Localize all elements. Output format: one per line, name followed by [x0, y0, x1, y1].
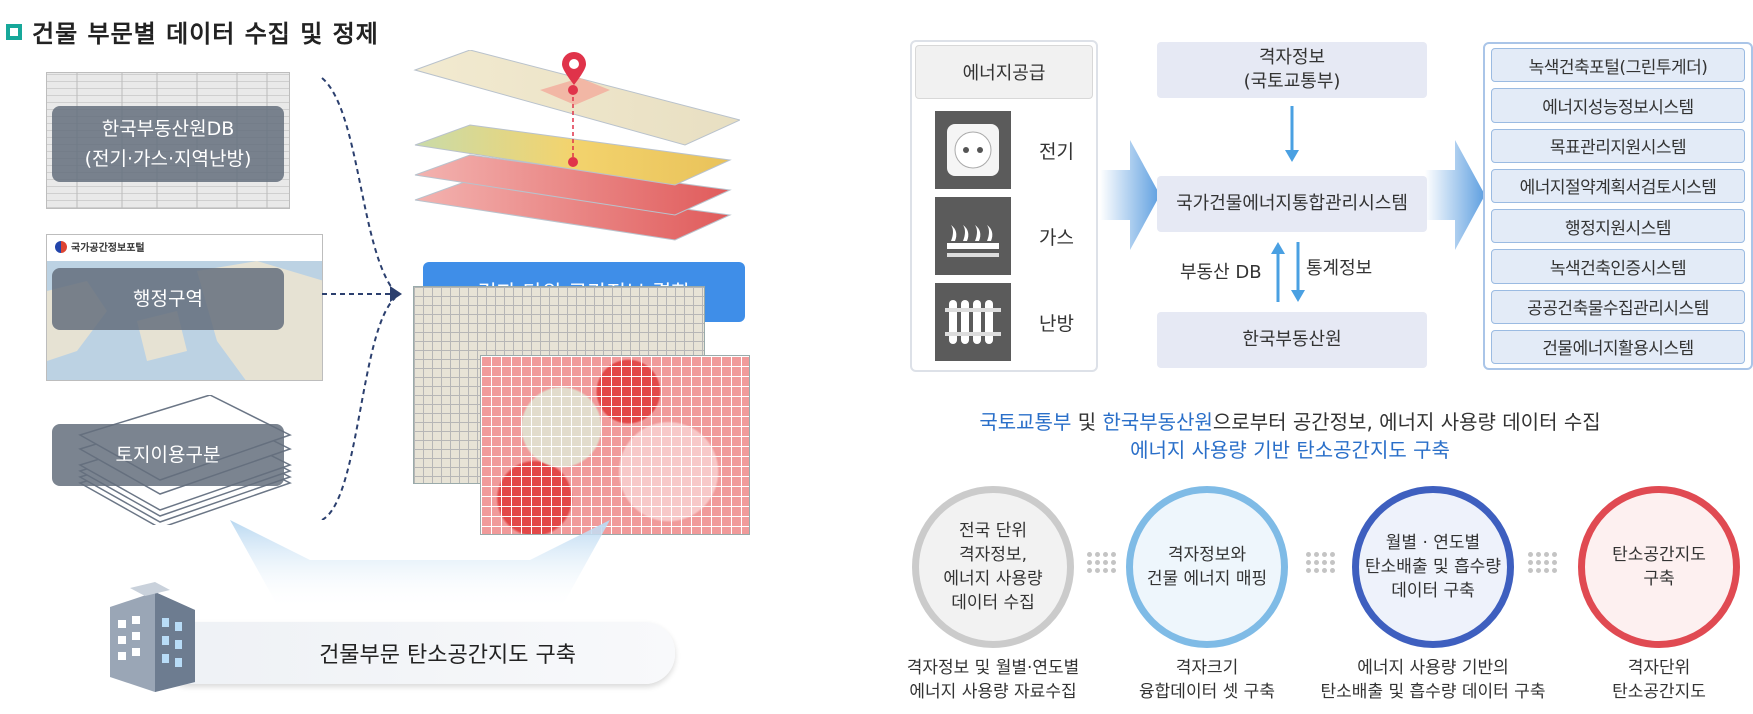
caption-line: 탄소배출 및 흡수량 데이터 구축: [1320, 682, 1546, 702]
system-item: 녹색건축포털(그린투게더): [1491, 48, 1745, 83]
grid-info-line: (국토교통부): [1243, 71, 1341, 92]
step-caption-3: 에너지 사용량 기반의 탄소배출 및 흡수량 데이터 구축: [1303, 656, 1563, 704]
caption-line: 에너지 사용량 기반의: [1357, 658, 1509, 678]
process-step-4: 탄소공간지도 구축: [1578, 486, 1740, 648]
caption-line: 융합데이터 셋 구축: [1139, 682, 1275, 702]
portal-emblem-icon: [55, 240, 67, 253]
caption-line: 탄소공간지도: [1612, 682, 1706, 702]
flow-arrow-icon: [1100, 140, 1160, 250]
system-item: 목표관리지원시스템: [1491, 128, 1745, 163]
step-line: 탄소배출 및 흡수량: [1365, 557, 1501, 577]
flow-arrow-icon: [1425, 140, 1485, 250]
system-item: 에너지절약계획서검토시스템: [1491, 168, 1745, 203]
process-step-1: 전국 단위 격자정보, 에너지 사용량 데이터 수집: [912, 486, 1074, 648]
step-line: 에너지 사용량: [943, 569, 1043, 589]
outlet-icon: [935, 111, 1011, 189]
map-layers-icon: [413, 50, 740, 241]
system-item: 행정지원시스템: [1491, 209, 1745, 244]
caption-line: 격자단위: [1627, 658, 1691, 678]
gas-burner-icon: [935, 197, 1011, 275]
arrow-down-icon: [1285, 106, 1299, 162]
radiator-icon: [935, 283, 1011, 361]
step-connector-dots: [1528, 552, 1557, 573]
step-connector-dots: [1087, 552, 1116, 573]
portal-logo-text: 국가공간정보포털: [71, 243, 145, 254]
step-caption-4: 격자단위 탄소공간지도: [1569, 656, 1749, 704]
energy-supply-panel: 에너지공급 전기 가스 난방: [910, 40, 1098, 372]
energy-item-label: 난방: [1039, 312, 1074, 335]
source-label-admin-district: 행정구역: [52, 268, 284, 330]
step-line: 격자정보와: [1167, 545, 1247, 565]
source-label-line: 행정구역: [133, 288, 203, 310]
systems-panel: 녹색건축포털(그린투게더) 에너지성능정보시스템 목표관리지원시스템 에너지절약…: [1483, 42, 1753, 370]
energy-item-heating: 난방: [935, 283, 1093, 361]
process-step-3: 월별 · 연도별 탄소배출 및 흡수량 데이터 구축: [1352, 486, 1514, 648]
energy-item-gas: 가스: [935, 197, 1093, 275]
grid-info-line: 격자정보: [1258, 47, 1326, 68]
energy-supply-header: 에너지공급: [915, 45, 1093, 99]
caption-line: 격자정보 및 월별·연도별: [906, 658, 1080, 678]
bidirectional-arrow-icon: [1271, 242, 1305, 302]
process-step-2: 격자정보와 건물 에너지 매핑: [1126, 486, 1288, 648]
summary-line-1: 국토교통부 및 한국부동산원으로부터 공간정보, 에너지 사용량 데이터 수집: [900, 406, 1680, 435]
grid-info-box: 격자정보 (국토교통부): [1157, 42, 1427, 98]
energy-item-label: 전기: [1039, 140, 1074, 163]
step-connector-dots: [1306, 552, 1335, 573]
step-caption-2: 격자크기 융합데이터 셋 구축: [1097, 656, 1317, 704]
title-bullet-icon: [6, 23, 22, 40]
summary-highlight: 국토교통부: [979, 410, 1072, 434]
building-icon: [110, 582, 195, 692]
dashed-connector-arrows: [321, 77, 402, 520]
energy-item-electricity: 전기: [935, 111, 1093, 189]
system-item: 공공건축물수집관리시스템: [1491, 289, 1745, 324]
step-line: 전국 단위: [959, 521, 1027, 541]
result-bar: 건물부문 탄소공간지도 구축: [160, 622, 675, 684]
system-item: 건물에너지활용시스템: [1491, 329, 1745, 364]
step-line: 건물 에너지 매핑: [1146, 569, 1268, 589]
step-line: 데이터 수집: [951, 593, 1035, 613]
energy-item-label: 가스: [1039, 226, 1074, 249]
summary-text: 으로부터 공간정보, 에너지 사용량 데이터 수집: [1212, 410, 1601, 434]
location-pin-icon: [562, 52, 586, 85]
arrowhead-icon: [390, 286, 402, 302]
national-system-box: 국가건물에너지통합관리시스템: [1157, 176, 1427, 232]
step-line: 구축: [1643, 569, 1675, 589]
caption-line: 에너지 사용량 자료수집: [909, 682, 1077, 702]
system-item: 에너지성능정보시스템: [1491, 88, 1745, 123]
step-line: 탄소공간지도: [1612, 545, 1706, 565]
source-label-line: 토지이용구분: [115, 444, 221, 466]
heat-grid-map: [480, 355, 750, 535]
step-line: 격자정보,: [959, 545, 1027, 565]
source-label-line: 한국부동산원DB: [101, 118, 235, 140]
section-title-text: 건물 부문별 데이터 수집 및 정제: [32, 20, 379, 48]
source-label-land-use: 토지이용구분: [52, 424, 284, 486]
system-item: 녹색건축인증시스템: [1491, 249, 1745, 284]
summary-line-2: 에너지 사용량 기반 탄소공간지도 구축: [1130, 438, 1450, 462]
arrow-down-label: 통계정보: [1306, 258, 1373, 279]
section-title: 건물 부문별 데이터 수집 및 정제: [6, 14, 379, 49]
portal-logo: 국가공간정보포털: [55, 239, 145, 254]
step-line: 데이터 구축: [1391, 581, 1475, 601]
step-caption-1: 격자정보 및 월별·연도별 에너지 사용량 자료수집: [883, 656, 1103, 704]
funnel-shape: [230, 520, 610, 610]
summary-text: 및: [1071, 410, 1103, 434]
agency-box: 한국부동산원: [1157, 312, 1427, 368]
step-line: 월별 · 연도별: [1385, 533, 1481, 553]
source-label-real-estate-db: 한국부동산원DB (전기·가스·지역난방): [52, 106, 284, 182]
caption-line: 격자크기: [1175, 658, 1239, 678]
summary-highlight: 한국부동산원: [1102, 410, 1213, 434]
arrow-up-label: 부동산 DB: [1180, 262, 1262, 283]
source-label-line: (전기·가스·지역난방): [84, 148, 252, 170]
